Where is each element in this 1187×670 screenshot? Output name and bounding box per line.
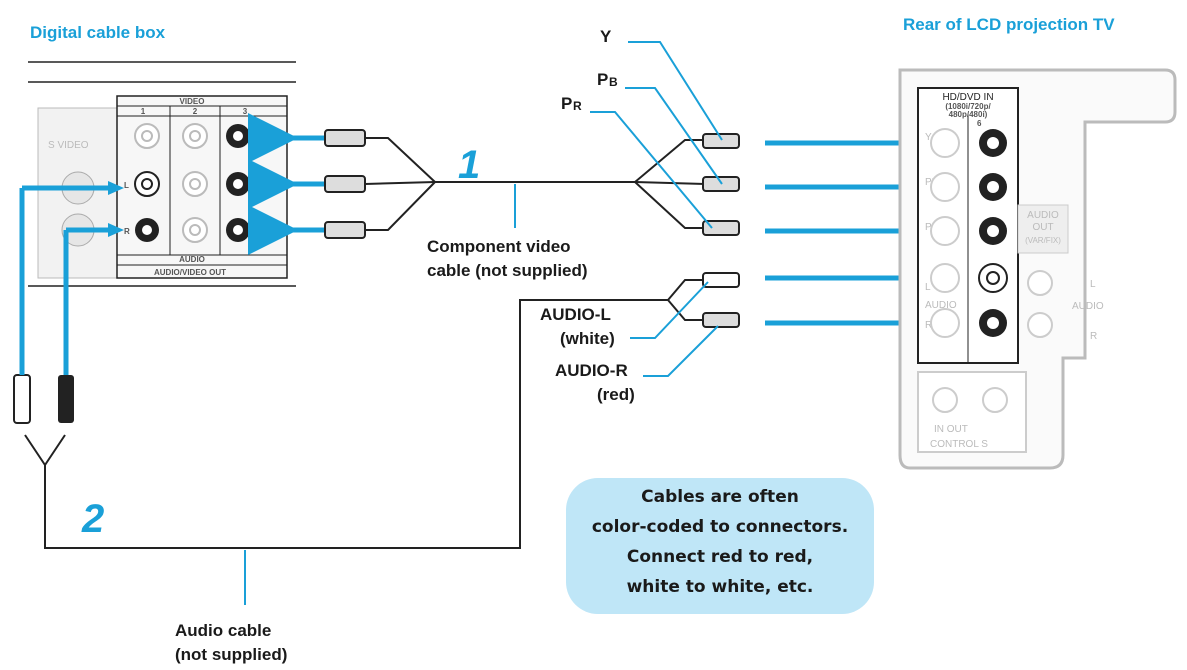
tv-label-l: L — [925, 282, 931, 293]
color-code-callout — [566, 478, 874, 614]
audio-r-label-line1: AUDIO-R — [555, 361, 628, 380]
jack-label-r: R — [124, 227, 130, 236]
left-component-plugs — [248, 113, 436, 255]
audio-video-out-label: AUDIO/VIDEO OUT — [154, 268, 226, 277]
s-video-label: S VIDEO — [48, 140, 89, 151]
video-col-1: 1 — [141, 107, 146, 116]
tv-control-s: CONTROL S — [930, 439, 988, 450]
tv-label-audio: AUDIO — [925, 300, 957, 311]
jack-label-y: Y — [255, 133, 261, 142]
tv-out-audio: AUDIO — [1072, 301, 1104, 312]
tv-title: Rear of LCD projection TV — [903, 15, 1115, 34]
note-line-2: color-coded to connectors. — [592, 517, 848, 537]
jack-label-pb: PB — [255, 181, 266, 190]
video-header: VIDEO — [180, 97, 205, 106]
note-line-3: Connect red to red, — [627, 547, 813, 567]
component-cable-label-line2: cable (not supplied) — [427, 261, 588, 280]
jack-label-l: L — [124, 181, 129, 190]
tv-label-r: R — [925, 320, 932, 331]
audio-l-label-line2: (white) — [560, 329, 615, 348]
tv-audio-out-2: OUT — [1032, 222, 1053, 233]
note-line-1: Cables are often — [641, 487, 799, 507]
tv-hd-dvd-in: HD/DVD IN — [942, 92, 993, 103]
tv-out-r: R — [1090, 331, 1097, 342]
audio-cable-label-line2: (not supplied) — [175, 645, 287, 664]
label-pr-sub: R — [573, 99, 582, 113]
audio-l-label-line1: AUDIO-L — [540, 305, 611, 324]
label-pb-main: P — [597, 70, 608, 89]
video-col-3: 3 — [243, 107, 248, 116]
tv-hd-sub-1: (1080i/720p/ — [945, 102, 991, 111]
tv-in-out: IN OUT — [934, 424, 968, 435]
step-number-1: 1 — [458, 143, 480, 187]
left-audio-plugs — [13, 181, 124, 424]
label-pb-sub: B — [609, 75, 618, 89]
tv-audio-out-3: (VAR/FIX) — [1025, 236, 1061, 245]
tv-port-6: 6 — [977, 119, 982, 128]
jack-label-pr: PR — [255, 227, 266, 236]
label-pr-main: P — [561, 94, 572, 113]
tv-hd-sub-2: 480p/480i) — [949, 110, 988, 119]
audio-cable-label-line1: Audio cable — [175, 621, 271, 640]
component-cable-label-line1: Component video — [427, 237, 571, 256]
tv-out-l: L — [1090, 279, 1096, 290]
note-line-4: white to white, etc. — [627, 577, 814, 597]
audio-label: AUDIO — [179, 255, 205, 264]
tv-rear-panel: HD/DVD IN (1080i/720p/ 480p/480i) 6 Y PB… — [898, 68, 1177, 470]
tv-audio-out-1: AUDIO — [1027, 210, 1059, 221]
cable-box-title: Digital cable box — [30, 23, 166, 42]
video-col-2: 2 — [193, 107, 198, 116]
label-y: Y — [600, 27, 612, 46]
tv-label-y: Y — [925, 132, 932, 143]
audio-r-label-line2: (red) — [597, 385, 635, 404]
step-number-2: 2 — [81, 497, 104, 541]
